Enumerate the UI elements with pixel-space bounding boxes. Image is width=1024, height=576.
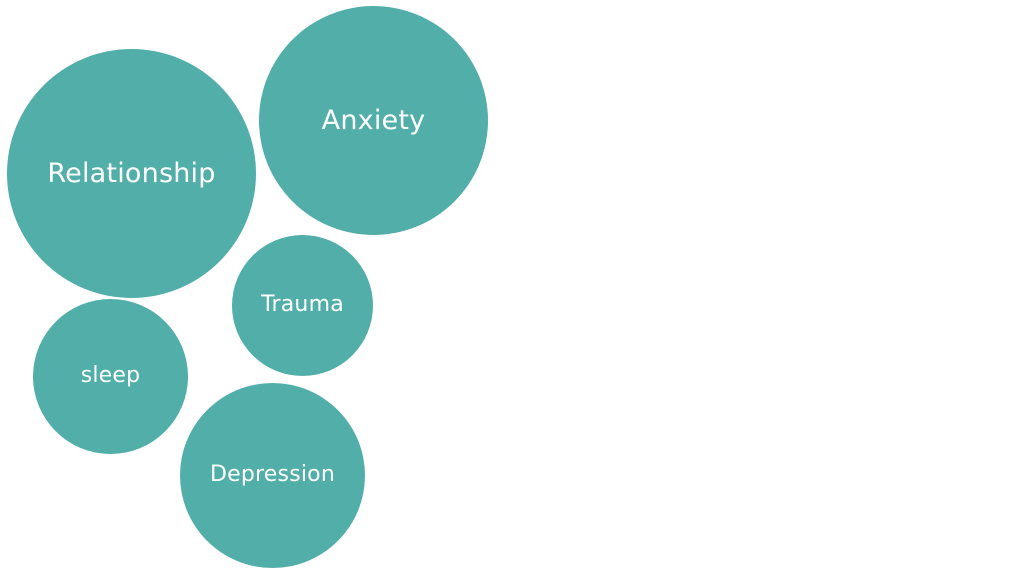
bubble-depression: Depression xyxy=(180,383,365,568)
bubble-anxiety: Anxiety xyxy=(259,6,488,235)
bubble-relationship: Relationship xyxy=(7,49,256,298)
bubble-label-sleep: sleep xyxy=(80,363,141,389)
bubble-label-anxiety: Anxiety xyxy=(321,104,426,136)
bubble-label-relationship: Relationship xyxy=(47,157,216,189)
bubble-trauma: Trauma xyxy=(232,235,373,376)
bubble-label-depression: Depression xyxy=(210,462,335,488)
bubble-label-trauma: Trauma xyxy=(261,292,344,318)
bubble-sleep: sleep xyxy=(33,299,188,454)
